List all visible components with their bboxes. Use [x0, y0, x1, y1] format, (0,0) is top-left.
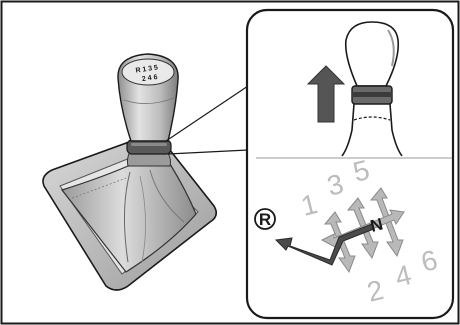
detail-knob	[346, 22, 399, 86]
reverse-label: R	[259, 210, 271, 229]
shift-collar	[127, 140, 171, 154]
shift-collar-highlight	[131, 143, 167, 146]
detail-collar-band	[352, 92, 392, 97]
